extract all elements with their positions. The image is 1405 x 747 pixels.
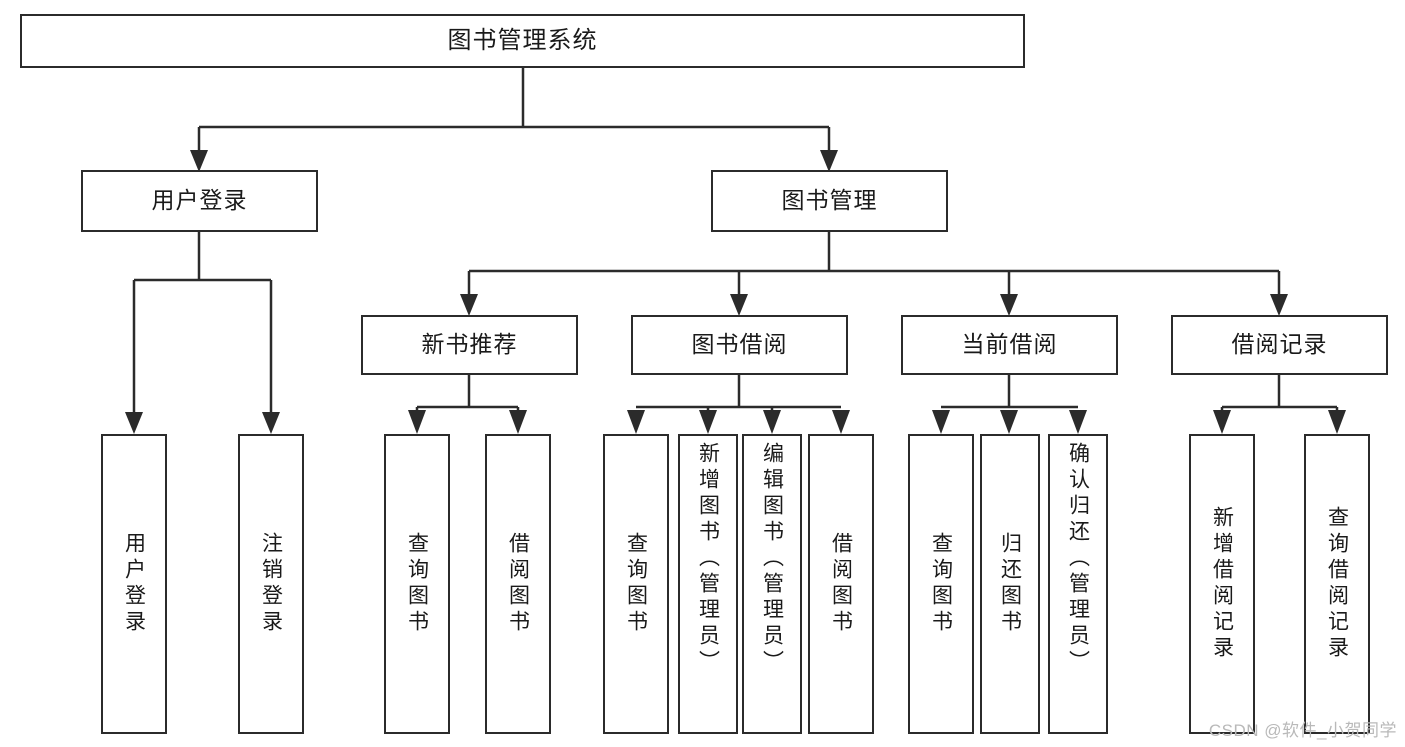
leaf-label: 确认归还（管理员）	[1066, 442, 1090, 676]
leaf-borrow-book-2[interactable]: 借阅图书	[808, 434, 874, 734]
node-label: 借阅记录	[1231, 331, 1328, 358]
arrowhead-book-management	[820, 150, 838, 172]
node-label: 用户登录	[151, 187, 248, 214]
leaf-query-book-3[interactable]: 查询图书	[908, 434, 974, 734]
node-user-login[interactable]: 用户登录	[81, 170, 318, 232]
watermark-text: CSDN @软件_小贺同学	[1208, 721, 1397, 740]
arrowhead-leaf-logout-login	[262, 412, 280, 434]
node-label: 新书推荐	[421, 331, 518, 358]
arrowhead-leaf-user-login	[125, 412, 143, 434]
node-label: 当前借阅	[961, 331, 1058, 358]
leaf-label: 查询图书	[405, 532, 429, 636]
leaf-label: 查询借阅记录	[1325, 506, 1349, 662]
leaf-query-book-1[interactable]: 查询图书	[384, 434, 450, 734]
arrowhead-leaf-add-book-admin	[699, 410, 717, 434]
node-label: 图书管理系统	[447, 26, 598, 54]
arrowhead-leaf-return-book	[1000, 410, 1018, 434]
leaf-label: 查询图书	[929, 532, 953, 636]
leaf-return-book[interactable]: 归还图书	[980, 434, 1040, 734]
arrowhead-leaf-borrow-book-1	[509, 410, 527, 434]
leaf-label: 新增借阅记录	[1210, 506, 1234, 662]
leaf-label: 用户登录	[122, 532, 146, 636]
leaf-label: 新增图书（管理员）	[696, 442, 720, 676]
arrowhead-leaf-add-borrow-record	[1213, 410, 1231, 434]
arrowhead-current-borrow	[1000, 294, 1018, 316]
leaf-confirm-return-admin[interactable]: 确认归还（管理员）	[1048, 434, 1108, 734]
leaf-user-login[interactable]: 用户登录	[101, 434, 167, 734]
arrowhead-leaf-edit-book-admin	[763, 410, 781, 434]
leaf-label: 借阅图书	[829, 532, 853, 636]
node-new-book-recommend[interactable]: 新书推荐	[361, 315, 578, 375]
node-book-management[interactable]: 图书管理	[711, 170, 948, 232]
leaf-label: 查询图书	[624, 532, 648, 636]
node-label: 图书借阅	[691, 331, 788, 358]
node-book-borrow[interactable]: 图书借阅	[631, 315, 848, 375]
arrowhead-borrow-record	[1270, 294, 1288, 316]
node-borrow-record[interactable]: 借阅记录	[1171, 315, 1388, 375]
arrowhead-leaf-confirm-return-admin	[1069, 410, 1087, 434]
node-label: 图书管理	[781, 187, 878, 214]
arrowhead-user-login	[190, 150, 208, 172]
leaf-borrow-book-1[interactable]: 借阅图书	[485, 434, 551, 734]
leaf-query-book-2[interactable]: 查询图书	[603, 434, 669, 734]
leaf-add-borrow-record[interactable]: 新增借阅记录	[1189, 434, 1255, 734]
leaf-query-borrow-record[interactable]: 查询借阅记录	[1304, 434, 1370, 734]
arrowhead-new-book-recommend	[460, 294, 478, 316]
leaf-add-book-admin[interactable]: 新增图书（管理员）	[678, 434, 738, 734]
arrowhead-book-borrow	[730, 294, 748, 316]
leaf-label: 注销登录	[259, 532, 283, 636]
arrowhead-leaf-borrow-book-2	[832, 410, 850, 434]
arrowhead-leaf-query-borrow-record	[1328, 410, 1346, 434]
leaf-edit-book-admin[interactable]: 编辑图书（管理员）	[742, 434, 802, 734]
leaf-label: 编辑图书（管理员）	[760, 442, 784, 676]
node-book-management-system[interactable]: 图书管理系统	[20, 14, 1025, 68]
leaf-label: 归还图书	[998, 532, 1022, 636]
arrowhead-leaf-query-book-2	[627, 410, 645, 434]
arrowhead-leaf-query-book-3	[932, 410, 950, 434]
arrowhead-leaf-query-book-1	[408, 410, 426, 434]
leaf-logout-login[interactable]: 注销登录	[238, 434, 304, 734]
node-current-borrow[interactable]: 当前借阅	[901, 315, 1118, 375]
leaf-label: 借阅图书	[506, 532, 530, 636]
